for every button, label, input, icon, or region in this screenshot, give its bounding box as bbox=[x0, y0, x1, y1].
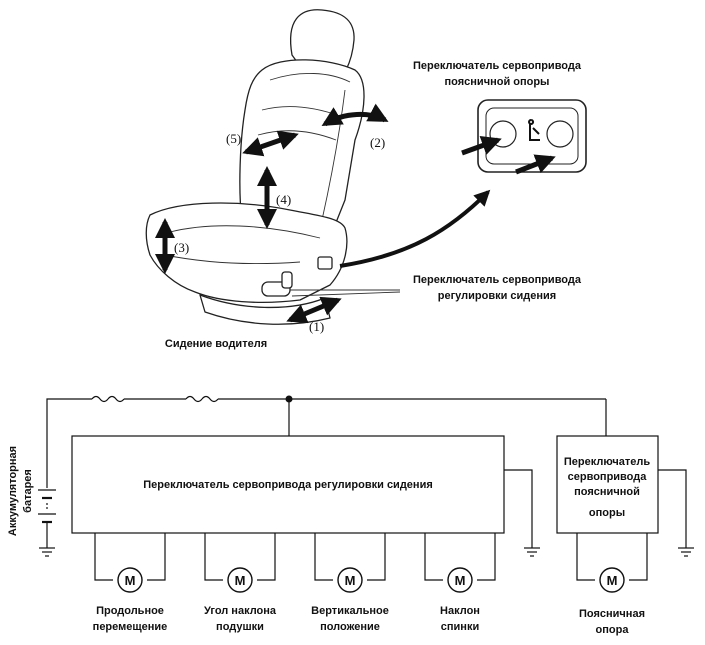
main-switch-box bbox=[71, 435, 505, 534]
battery-feed-wire bbox=[46, 398, 92, 488]
lumbar-switch-label-line2: поясничной опоры bbox=[445, 76, 550, 88]
motor-vertical: M bbox=[314, 533, 386, 593]
lumbar-button-right bbox=[546, 120, 574, 148]
wiring: Аккумуляторная батарея Переключатель сер… bbox=[7, 395, 694, 636]
lumbar-switch-label-line1: Переключатель сервопривода bbox=[413, 60, 582, 72]
adjustment-arrows bbox=[155, 103, 389, 324]
ground-symbol-lumbar bbox=[678, 547, 694, 557]
lumbar-box-label-line2: сервопривода bbox=[568, 471, 648, 483]
motor-longitudinal: M bbox=[94, 533, 166, 593]
lumbar-switch-on-seat bbox=[317, 256, 333, 270]
seat-switch-recline bbox=[281, 271, 293, 289]
motor-backrest: M bbox=[424, 533, 496, 593]
motor-symbol: M bbox=[235, 573, 246, 588]
lumbar-box-label-line4: опоры bbox=[589, 507, 625, 519]
seat-illustration bbox=[145, 9, 365, 325]
adjustment-number-4: (4) bbox=[276, 192, 291, 207]
battery-label-line1: Аккумуляторная bbox=[7, 446, 19, 536]
adjustment-number-3: (3) bbox=[174, 240, 189, 255]
adjustment-number-2: (2) bbox=[370, 135, 385, 150]
lumbar-seat-icon bbox=[528, 119, 540, 141]
arrow-2 bbox=[321, 103, 389, 127]
motor-label-cushion-line2: подушки bbox=[216, 621, 264, 633]
lumbar-box-label-line3: поясничной bbox=[574, 486, 640, 498]
driver-seat-label: Сидение водителя bbox=[165, 338, 267, 350]
battery-symbol bbox=[38, 489, 56, 557]
motor-symbol: M bbox=[455, 573, 466, 588]
adjustment-number-5: (5) bbox=[226, 131, 241, 146]
motor-label-vertical-line1: Вертикальное bbox=[311, 605, 389, 617]
motor-label-backrest-line2: спинки bbox=[441, 621, 479, 633]
motor-label-lumbar-line2: опора bbox=[596, 624, 630, 636]
motor-symbol: M bbox=[607, 573, 618, 588]
motor-label-lumbar-line1: Поясничная bbox=[579, 608, 645, 620]
seat-headrest bbox=[290, 9, 355, 71]
motor-symbol: M bbox=[125, 573, 136, 588]
motor-label-cushion-line1: Угол наклона bbox=[204, 605, 277, 617]
seat-backrest bbox=[239, 59, 365, 226]
motor-label-vertical-line2: положение bbox=[320, 621, 380, 633]
motor-label-longitudinal-line1: Продольное bbox=[96, 605, 164, 617]
adjustment-number-1: (1) bbox=[309, 319, 324, 334]
motor-cushion-tilt: M bbox=[204, 533, 276, 593]
motor-symbol: M bbox=[345, 573, 356, 588]
main-switch-box-label: Переключатель сервопривода регулировки с… bbox=[143, 479, 433, 491]
lumbar-press-arrow-right bbox=[515, 154, 556, 175]
motor-lumbar: M bbox=[576, 533, 648, 593]
arrow-5 bbox=[242, 130, 299, 157]
lumbar-switch-box bbox=[556, 435, 659, 534]
connector-arrow bbox=[339, 189, 491, 268]
battery-label-line2: батарея bbox=[22, 469, 34, 513]
lumbar-press-arrow-left bbox=[461, 136, 502, 156]
lumbar-box-ground-wire bbox=[658, 469, 687, 548]
fuse-2 bbox=[185, 395, 203, 403]
ground-symbol-main bbox=[524, 547, 540, 557]
arrow-1 bbox=[286, 296, 342, 324]
motor-label-backrest-line1: Наклон bbox=[440, 605, 480, 617]
seat-switch-leader-2 bbox=[291, 291, 401, 297]
seat-switch-label-line2: регулировки сидения bbox=[438, 290, 556, 302]
main-box-ground-wire bbox=[504, 469, 533, 548]
lumbar-box-label-line1: Переключатель bbox=[564, 456, 650, 468]
motor-label-longitudinal-line2: перемещение bbox=[93, 621, 168, 633]
seat-switch-label-line1: Переключатель сервопривода bbox=[413, 274, 582, 286]
lumbar-switch-panel bbox=[461, 99, 587, 175]
fuse-1 bbox=[91, 395, 109, 403]
